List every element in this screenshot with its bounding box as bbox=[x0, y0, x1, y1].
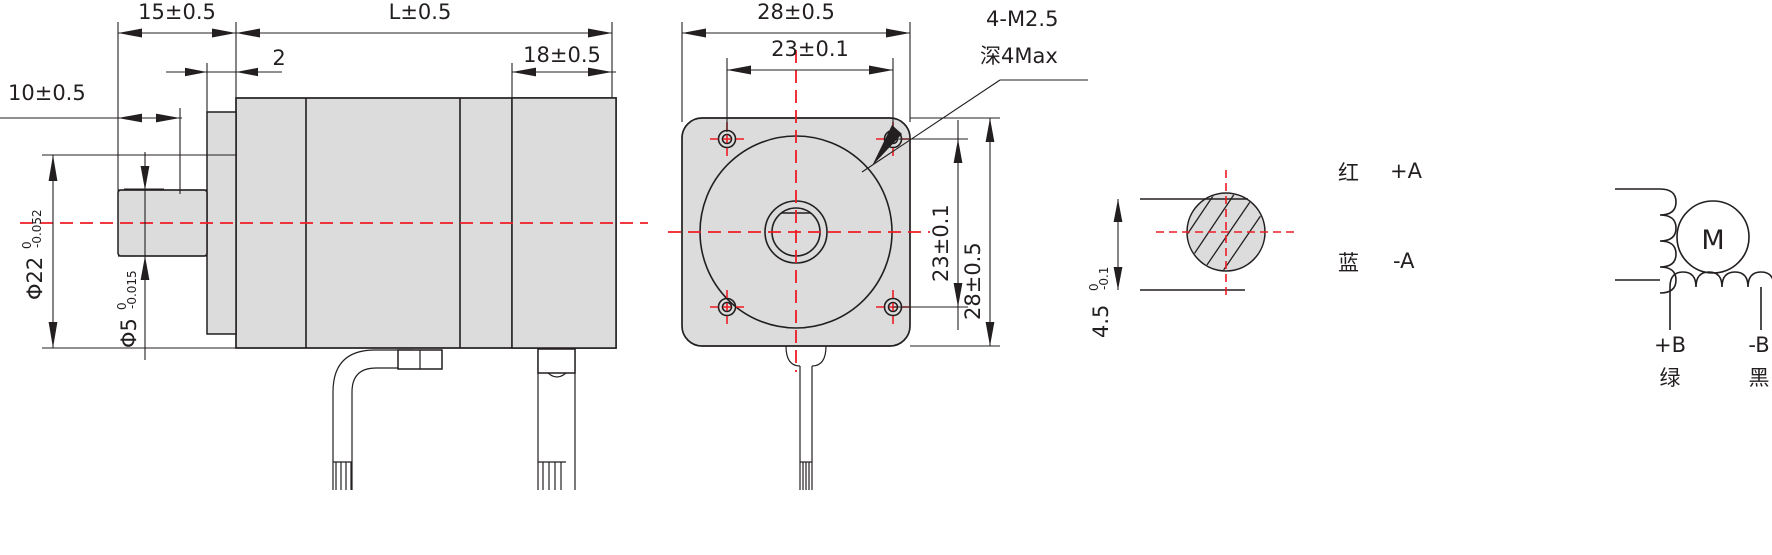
arrow-15-left bbox=[118, 28, 142, 38]
wire-end-right bbox=[538, 461, 566, 490]
dim-label-phi22: Φ22 bbox=[23, 257, 47, 300]
lead-label-green-cn: 绿 bbox=[1660, 366, 1681, 390]
dim-label-23h: 23±0.1 bbox=[771, 37, 849, 61]
arrow-28v-top bbox=[985, 118, 995, 142]
arrow-18-left bbox=[512, 67, 536, 77]
arrow-2-left bbox=[185, 67, 207, 77]
wiring-diagram-group: 红 +A 蓝 -A M +B 绿 -B 黑 bbox=[1338, 159, 1772, 390]
front-wire-right bbox=[811, 345, 827, 367]
arrow-10-left bbox=[118, 113, 142, 123]
arrow-28v-bot bbox=[985, 322, 995, 346]
note-leader-arrow bbox=[872, 125, 902, 166]
coil-b bbox=[1669, 271, 1772, 288]
arrow-28h-left bbox=[682, 28, 706, 38]
arrow-18-right bbox=[588, 67, 612, 77]
dim-label-phi22-upper: 0 bbox=[20, 241, 34, 249]
lead-label-blue-cn: 蓝 bbox=[1338, 251, 1359, 275]
note-line1: 4-M2.5 bbox=[986, 7, 1058, 31]
arrow-15-right bbox=[212, 28, 236, 38]
dim-label-phi5: Φ5 bbox=[117, 318, 141, 348]
front-view-group: 28±0.5 23±0.1 23±0.1 28±0.5 4-M2.5 深4Max bbox=[668, 0, 1088, 490]
arrow-2-right bbox=[236, 67, 258, 77]
wire-loop-left bbox=[332, 349, 413, 490]
dim-label-23v: 23±0.1 bbox=[929, 204, 953, 282]
dim-label-4p5-upper: 0 bbox=[1087, 283, 1101, 291]
dim-label-phi5-upper: 0 bbox=[115, 302, 129, 310]
arrow-4p5-bot bbox=[1113, 267, 1123, 290]
dim-label-4p5: 4.5 bbox=[1089, 305, 1113, 338]
lead-label-black-cn: 黑 bbox=[1749, 366, 1770, 390]
arrow-10-right bbox=[156, 113, 180, 123]
side-view-group: 15±0.5 L±0.5 2 18±0.5 10±0.5 Φ22 0 -0 bbox=[0, 0, 648, 490]
arrow-23h-right bbox=[869, 65, 893, 75]
motor-symbol-label: M bbox=[1701, 225, 1724, 256]
lead-label-red-cn: 红 bbox=[1338, 161, 1359, 185]
arrow-28h-right bbox=[886, 28, 910, 38]
note-leader-diagonal bbox=[861, 79, 1001, 173]
lead-label-minus-b: -B bbox=[1748, 333, 1769, 357]
mounting-hole-bl bbox=[710, 290, 744, 324]
arrow-23v-bot bbox=[953, 283, 963, 307]
arrow-4p5-top bbox=[1113, 199, 1123, 222]
wire-clamp-right bbox=[537, 348, 576, 374]
dim-label-2: 2 bbox=[272, 46, 285, 70]
note-line2: 深4Max bbox=[980, 44, 1058, 68]
arrow-phi5-bot bbox=[140, 256, 150, 280]
dim-label-28h: 28±0.5 bbox=[757, 0, 835, 24]
dim-label-phi5-lower: -0.015 bbox=[125, 270, 139, 309]
front-wire-end bbox=[800, 461, 812, 490]
lead-label-plus-b: +B bbox=[1654, 333, 1686, 357]
arrow-23h-left bbox=[727, 65, 751, 75]
dim-label-28v: 28±0.5 bbox=[961, 242, 985, 320]
arrow-phi5-top bbox=[140, 166, 150, 190]
dim-label-18: 18±0.5 bbox=[523, 43, 601, 67]
arrow-L-left bbox=[236, 28, 260, 38]
lead-label-plus-a: +A bbox=[1390, 159, 1423, 183]
wire-end-left bbox=[333, 461, 352, 490]
arrow-23v-top bbox=[953, 139, 963, 163]
lead-label-minus-a: -A bbox=[1393, 249, 1415, 273]
dim-label-10: 10±0.5 bbox=[8, 81, 86, 105]
wire-loop-left-2 bbox=[351, 367, 413, 490]
front-wire-left bbox=[785, 345, 801, 367]
shaft-section-group: 4.5 0 -0.1 bbox=[1087, 170, 1296, 338]
dim-label-L: L±0.5 bbox=[389, 0, 452, 24]
dim-label-4p5-lower: -0.1 bbox=[1097, 267, 1111, 290]
dim-label-15: 15±0.5 bbox=[138, 0, 216, 24]
arrow-phi22-bot bbox=[48, 322, 58, 348]
coil-a bbox=[1659, 188, 1677, 294]
arrow-L-right bbox=[588, 28, 612, 38]
arrow-phi22-top bbox=[48, 155, 58, 181]
dim-label-phi22-lower: -0.052 bbox=[30, 209, 44, 248]
